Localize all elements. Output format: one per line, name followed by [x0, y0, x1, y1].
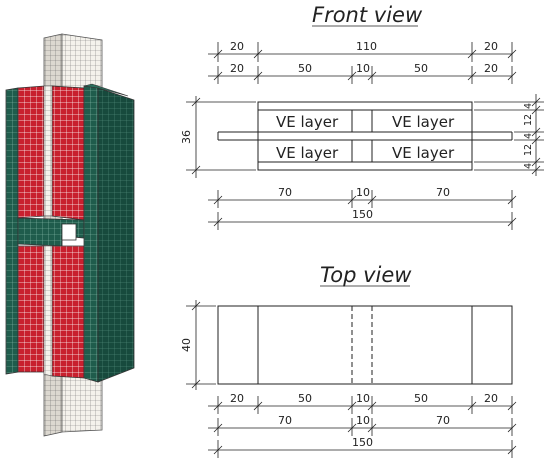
front-dim-bottom-70a: 70 [278, 186, 292, 199]
top-view-title: Top view [320, 263, 412, 287]
top-dim-70-a: 70 [278, 414, 292, 427]
top-dim-20-b: 20 [484, 392, 498, 405]
top-dim-50-b: 50 [414, 392, 428, 405]
front-dim-36: 36 [180, 130, 193, 144]
top-dim-70-b: 70 [436, 414, 450, 427]
ve-layer-label-2: VE layer [392, 113, 455, 131]
top-dim-40: 40 [180, 338, 193, 352]
ve-layer-upper-left [17, 85, 45, 219]
ve-layer-lower-right [51, 245, 85, 379]
front-dim-top-110: 110 [356, 40, 377, 53]
ve-layer-lower-left [17, 245, 45, 373]
top-dim-20-a: 20 [230, 392, 244, 405]
front-dim-20-b: 20 [484, 62, 498, 75]
top-plan [217, 305, 513, 385]
front-dim-bottom-70b: 70 [436, 186, 450, 199]
front-dim-bottom-150: 150 [352, 208, 373, 221]
top-dims-bottom: 20 50 10 50 20 70 10 70 150 [208, 392, 517, 458]
ve-layer-label-3: VE layer [276, 144, 339, 162]
front-dim-right-4c: 4 [523, 163, 534, 169]
front-dims-top-row1: 20 110 20 [208, 40, 517, 62]
ve-layer-label-4: VE layer [392, 144, 455, 162]
front-elevation: VE layer VE layer VE layer VE layer [217, 101, 513, 171]
side-plate-left [5, 87, 19, 375]
ve-layer-upper-right [51, 85, 85, 221]
fe-model-3d [5, 33, 135, 437]
front-dim-20-a: 20 [230, 62, 244, 75]
front-dim-right-4b: 4 [523, 133, 534, 139]
front-dim-top-20-right: 20 [484, 40, 498, 53]
top-dim-10: 10 [356, 392, 370, 405]
side-plate-right-front [83, 85, 99, 383]
center-plate-front-upper [43, 85, 53, 217]
front-dim-right-12b: 12 [523, 144, 534, 156]
front-view-title: Front view [312, 3, 423, 27]
front-dim-50-b: 50 [414, 62, 428, 75]
ve-layer-label-1: VE layer [276, 113, 339, 131]
center-plate-front-lower [43, 245, 53, 377]
top-dim-50-a: 50 [298, 392, 312, 405]
top-dim-150: 150 [352, 436, 373, 449]
front-dim-50-a: 50 [298, 62, 312, 75]
front-dims-right: 4 12 4 12 4 [474, 94, 544, 176]
top-dim-10-b: 10 [356, 414, 370, 427]
front-dims-bottom: 70 10 70 150 [208, 186, 517, 230]
front-dim-height: 36 [180, 96, 256, 178]
front-dim-right-4a: 4 [523, 103, 534, 109]
front-dim-top-20-left: 20 [230, 40, 244, 53]
top-dim-width: 40 [180, 300, 216, 390]
gap-opening [61, 223, 77, 241]
side-plate-right-depth [97, 87, 135, 383]
side-plate-right-top [83, 83, 129, 97]
front-dim-bottom-10: 10 [356, 186, 370, 199]
front-dims-top-row2: 20 50 10 50 20 [208, 62, 517, 84]
top-view: Top view 40 [180, 263, 517, 458]
front-view: Front view 20 110 20 [180, 3, 544, 230]
front-dim-10: 10 [356, 62, 370, 75]
front-dim-right-12a: 12 [523, 114, 534, 126]
